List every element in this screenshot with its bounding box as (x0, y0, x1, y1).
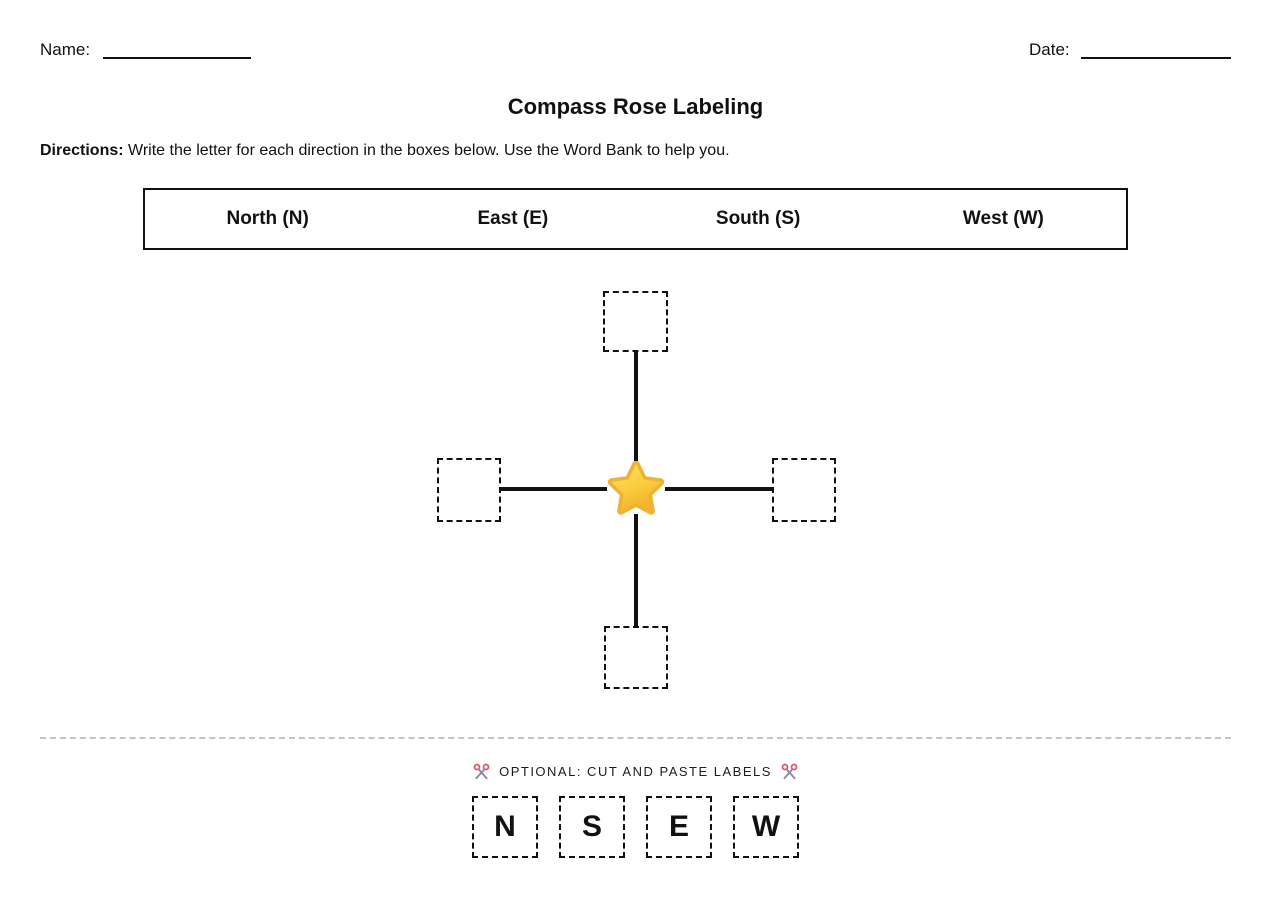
word-bank: North (N) East (E) South (S) West (W) (143, 188, 1128, 250)
compass-arm-east (665, 487, 772, 491)
directions: Directions: Write the letter for each di… (40, 142, 730, 160)
directions-label: Directions: (40, 142, 124, 159)
label-tiles-row: N S E W (0, 796, 1271, 858)
label-tile-e[interactable]: E (646, 796, 712, 858)
word-bank-item-south: South (S) (715, 208, 801, 229)
name-input-line[interactable] (103, 56, 251, 59)
label-tile-n[interactable]: N (472, 796, 538, 858)
cut-divider-line (40, 737, 1231, 739)
word-bank-item-north: North (N) (226, 208, 309, 229)
answer-box-south[interactable] (604, 626, 668, 689)
word-bank-item-west: West (W) (962, 208, 1044, 229)
compass-arm-north (634, 352, 638, 465)
date-input-line[interactable] (1081, 56, 1231, 59)
answer-box-north[interactable] (603, 291, 668, 352)
scissors-icon (473, 763, 490, 780)
scissors-icon (781, 763, 798, 780)
page-title: Compass Rose Labeling (507, 94, 764, 119)
compass-arm-west (501, 487, 607, 491)
answer-box-east[interactable] (772, 458, 836, 522)
word-bank-item-east: East (E) (477, 208, 549, 229)
cut-section-heading: OPTIONAL: CUT AND PASTE LABELS (499, 764, 772, 779)
answer-box-west[interactable] (437, 458, 501, 522)
name-label: Name: (40, 40, 91, 59)
star-icon (607, 460, 665, 517)
date-label: Date: (1029, 40, 1070, 59)
label-tile-w[interactable]: W (733, 796, 799, 858)
compass-arm-south (634, 514, 638, 626)
cut-section-header: OPTIONAL: CUT AND PASTE LABELS (0, 763, 1271, 780)
directions-text: Write the letter for each direction in t… (128, 142, 730, 159)
label-tile-s[interactable]: S (559, 796, 625, 858)
